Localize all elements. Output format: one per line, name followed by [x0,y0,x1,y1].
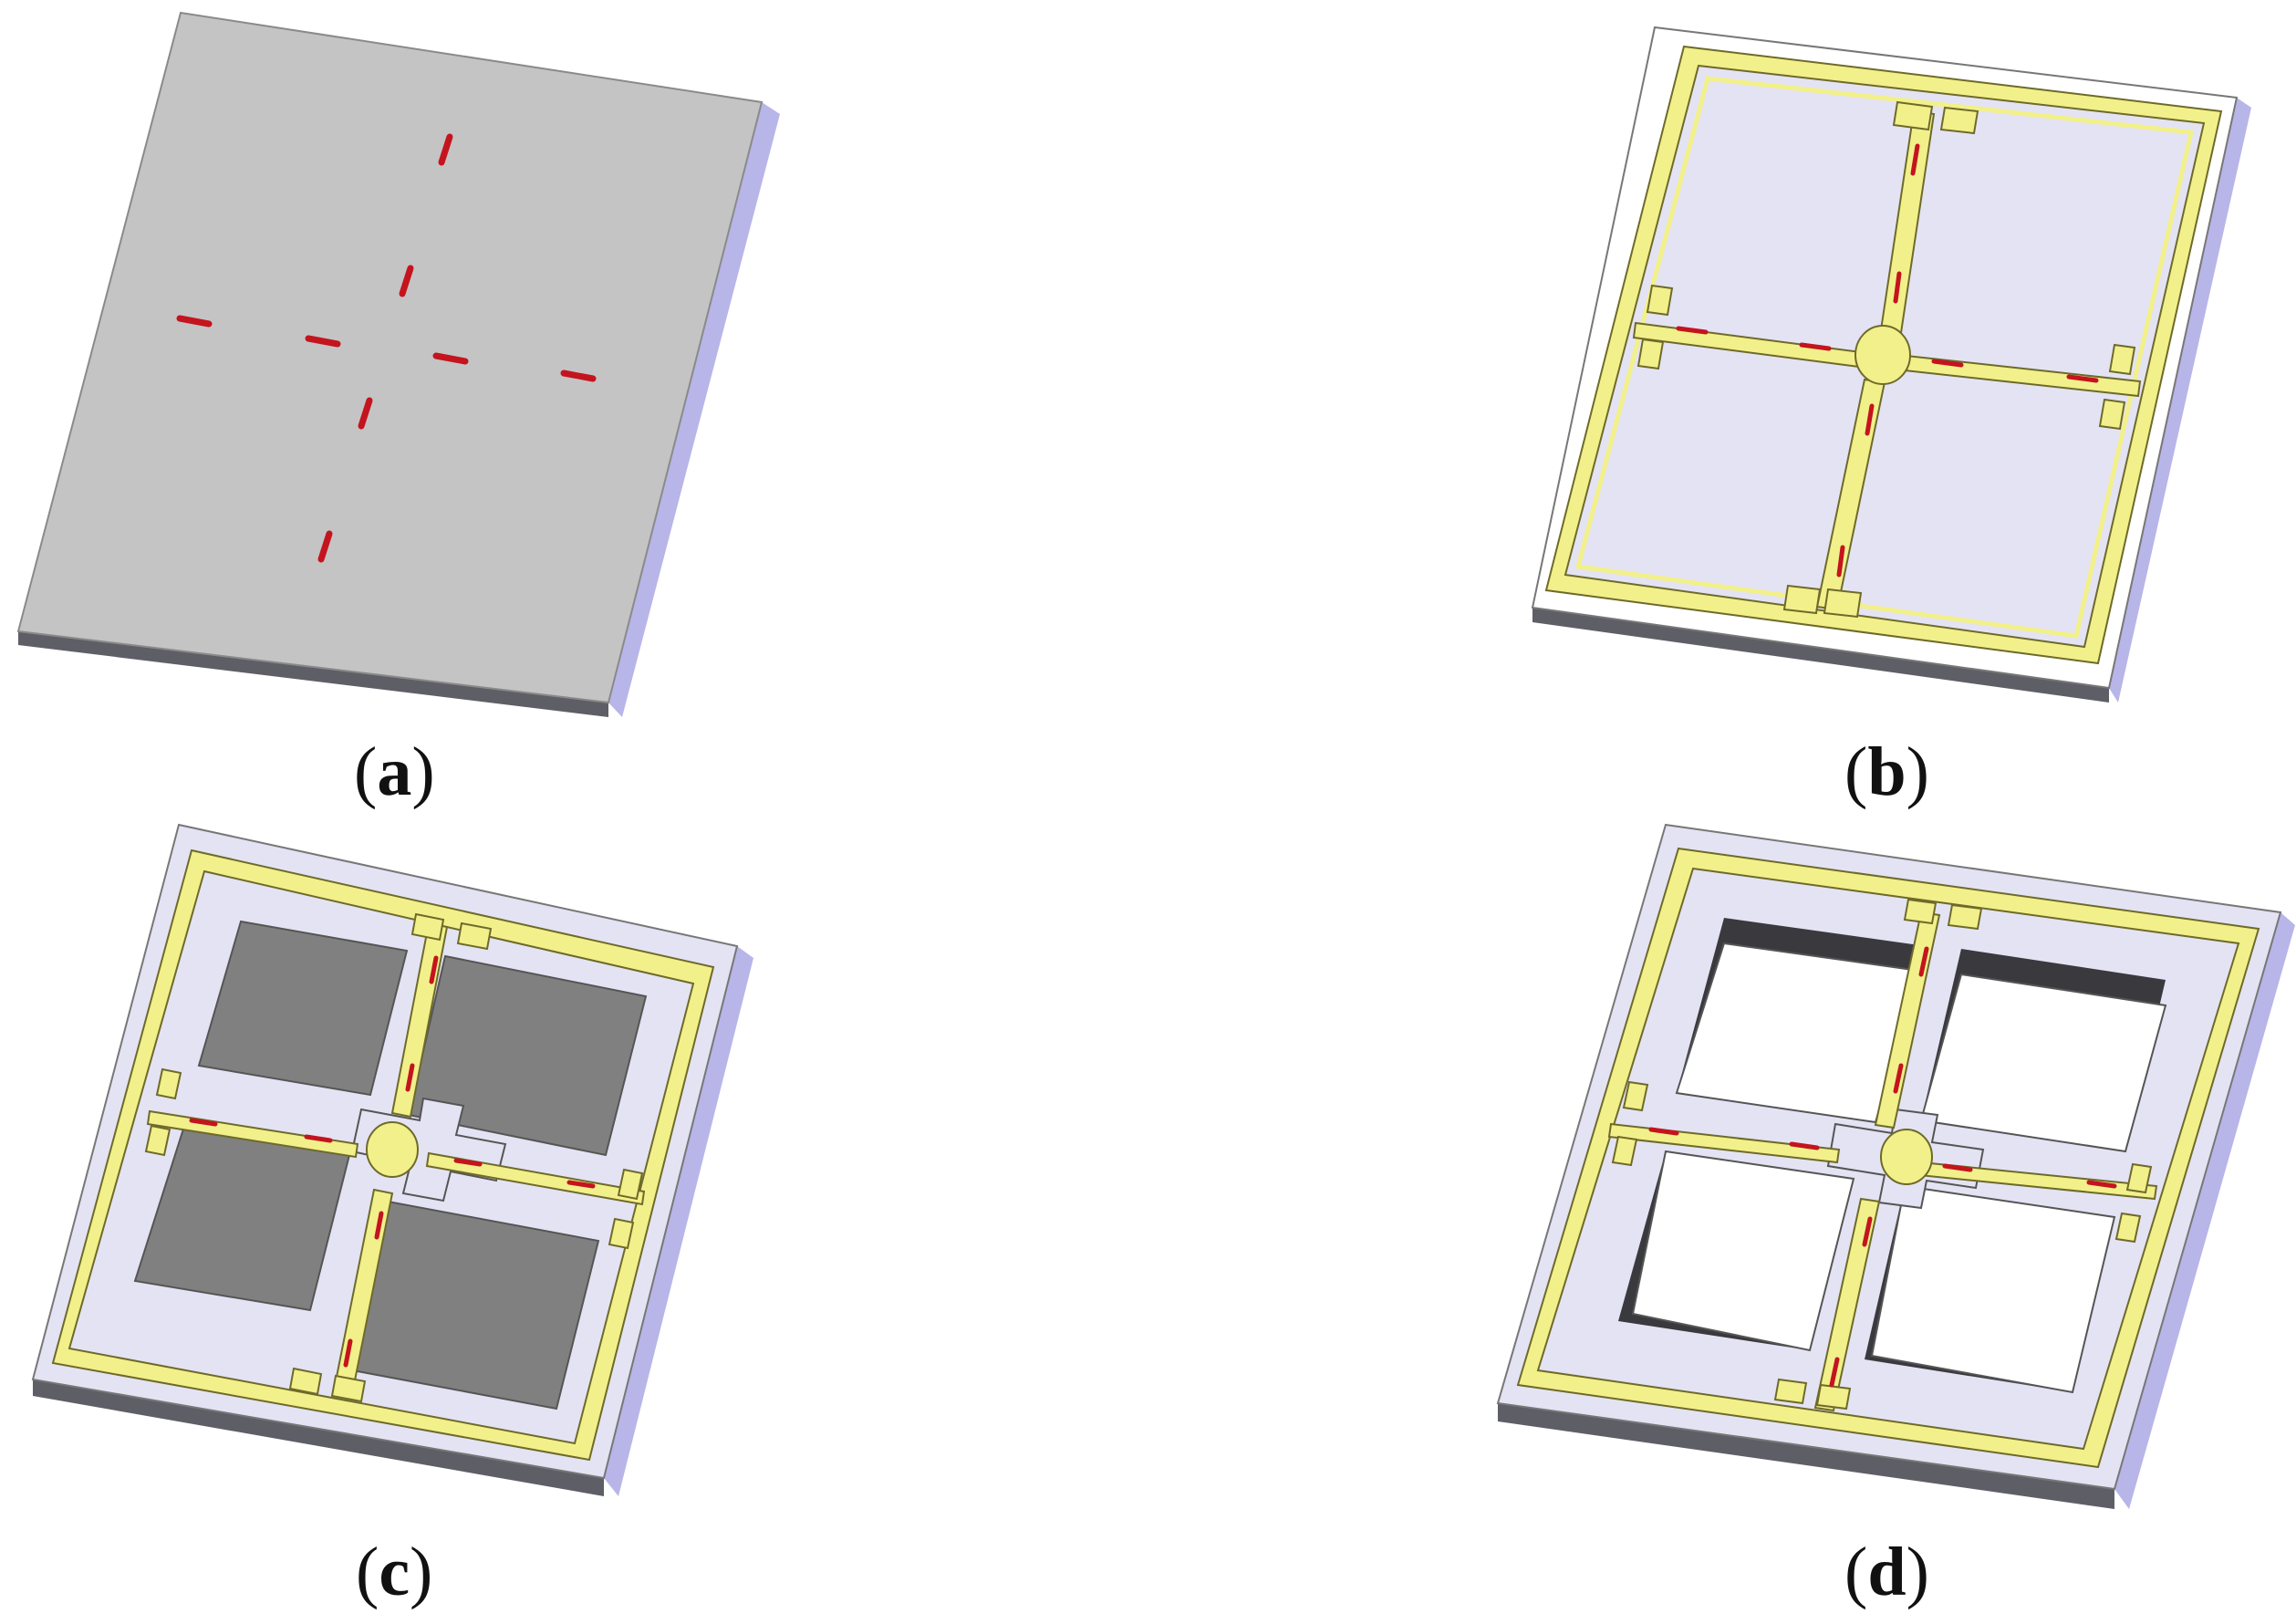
bond-pad [1622,1080,1649,1112]
bond-pad [1636,338,1665,370]
resistor-group-b [1676,143,2099,578]
substrate-a-top-face [16,11,764,704]
resistor [305,335,341,348]
resistor [343,1338,353,1368]
panel-d-device [1496,823,2295,1509]
panel-b-device [1531,26,2251,703]
window [1631,1150,1855,1352]
bond-pad [1782,584,1822,615]
resistor [1865,403,1875,436]
bond-pad [144,1124,171,1157]
resistor [2086,1180,2117,1189]
metal-ring-b-inner-line [1574,76,2195,639]
resistor-group-a [176,133,597,563]
panel-label-d: (d) [1844,1534,1929,1610]
resistor [560,370,597,382]
substrate-d-front-face [1498,1403,2114,1509]
substrate-c-front-face [33,1379,604,1496]
substrate-a-front-face [18,631,608,717]
panel-a-substrate [16,11,780,717]
resistor [1893,271,1902,304]
substrate-a-right-face [608,102,780,717]
bond-pad [1646,284,1674,317]
resistor [358,397,373,430]
resistor [1931,359,1964,368]
resistor [374,1211,384,1240]
resistor [1918,946,1929,977]
resistor [1799,342,1832,351]
bond-pad [1611,1135,1638,1167]
window [1870,1184,2116,1394]
bond-pad [1903,898,1938,925]
substrate-b-front-face [1532,608,2109,703]
resistor-group-c [189,955,596,1368]
bond-pad [155,1067,182,1100]
panel-label-a: (a) [354,734,435,810]
bond-pad [2125,1162,2153,1194]
center-boss-b [1854,325,1911,385]
window [1919,973,2167,1153]
bond-pad [1947,903,1983,931]
windows-d [1618,918,2167,1394]
resistor-group-d [1648,946,2117,1388]
resistor [399,265,414,297]
resistor [1676,326,1709,335]
bond-pad [288,1367,323,1396]
substrate-b-right-face [2109,98,2251,703]
bond-pad [1892,100,1934,131]
center-boss-d [1880,1129,1933,1185]
panel-letter-a: a [377,734,412,810]
resistor [432,352,469,365]
bond-pad [1815,1383,1852,1411]
resistor [2066,374,2099,383]
panel-c-device [31,823,753,1496]
resistor [1862,1216,1873,1247]
resistor [405,1063,415,1092]
resistor [1893,1063,1904,1094]
cavity [197,920,409,1097]
beam-bottom [1813,1197,1881,1412]
bond-pad [617,1168,644,1201]
resistor [317,530,333,563]
resistor [438,133,453,166]
cavities-c [133,920,648,1411]
bond-pad [410,912,445,942]
bond-pad [330,1374,367,1403]
resistor [1910,143,1920,176]
center-boss-c [366,1121,419,1178]
resistor [176,315,213,328]
bond-pad [608,1217,635,1250]
beams-b [1632,100,2142,619]
panel-label-b: (b) [1844,734,1929,810]
panel-letter-b: b [1867,734,1906,810]
bond-pad [1773,1378,1808,1405]
bond-pad [1823,588,1863,619]
resistor [1648,1127,1679,1136]
panel-letter-c: c [379,1534,410,1610]
resistor [1829,1357,1840,1388]
bond-pad [2098,398,2126,431]
resistor [1942,1163,1973,1172]
resistor [429,955,439,984]
resistor [453,1158,483,1167]
bond-pad [2108,343,2136,376]
panel-label-c: (c) [356,1534,433,1610]
panel-letter-d: d [1867,1534,1906,1610]
resistor [189,1118,218,1127]
substrate-d-right-face [2114,912,2295,1509]
beams-d [1607,898,2158,1412]
substrate-c-right-face [604,946,753,1496]
resistor [1836,545,1845,578]
resistor [566,1180,596,1189]
resistor [1789,1141,1820,1150]
bond-pad [456,921,493,951]
bond-pad [1939,106,1979,135]
bond-pad [2114,1212,2142,1244]
resistor [304,1134,333,1143]
